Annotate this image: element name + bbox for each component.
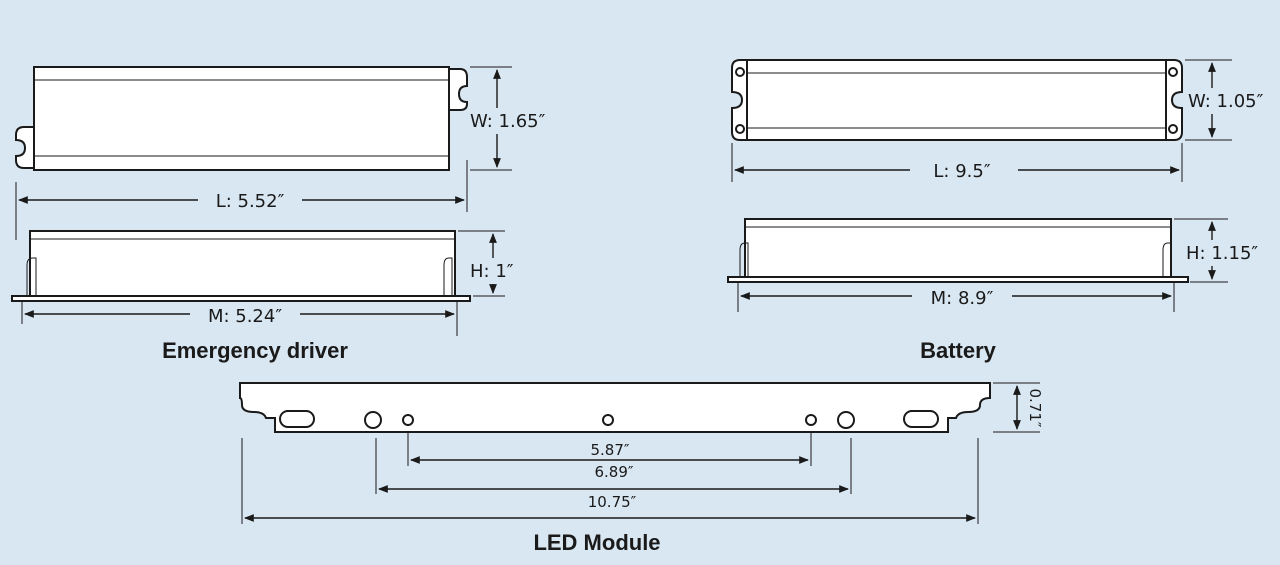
emergency-driver-length-label: L: 5.52″ (216, 191, 285, 212)
battery-caption: Battery (920, 338, 997, 363)
led-module-dimension-3: 10.75″ (241, 438, 979, 524)
led-module-dimension-2-label: 6.89″ (594, 463, 633, 481)
battery-width-dimension: W: 1.05″ (1185, 59, 1278, 141)
battery-mount-dimension: M: 8.9″ (737, 282, 1175, 312)
led-module-height-label: 0.71″ (1026, 388, 1044, 427)
emergency-driver-top-view (15, 66, 468, 171)
battery-mount-label: M: 8.9″ (931, 288, 994, 309)
emergency-driver-side-view (11, 230, 471, 302)
emergency-driver-width-dimension: W: 1.65″ (470, 66, 560, 171)
emergency-driver-length-dimension: L: 5.52″ (15, 160, 468, 240)
emergency-driver-width-label: W: 1.65″ (470, 111, 546, 132)
emergency-driver-height-dimension: H: 1″ (458, 230, 528, 297)
led-module-caption: LED Module (533, 530, 660, 555)
led-module-dimension-1: 5.87″ (407, 432, 812, 466)
battery-width-label: W: 1.05″ (1188, 91, 1264, 112)
battery-height-label: H: 1.15″ (1186, 243, 1258, 264)
battery-top-view (731, 59, 1183, 141)
battery-side-view (727, 218, 1189, 283)
battery-height-dimension: H: 1.15″ (1174, 218, 1276, 283)
led-module-dimension-2: 6.89″ (375, 438, 852, 494)
led-module-view (239, 382, 991, 433)
battery-length-dimension: L: 9.5″ (731, 143, 1183, 182)
battery-length-label: L: 9.5″ (933, 161, 990, 182)
emergency-driver-height-label: H: 1″ (470, 261, 514, 282)
emergency-driver-mount-dimension: M: 5.24″ (21, 301, 458, 336)
led-module-dimension-3-label: 10.75″ (588, 493, 637, 511)
led-module-height-dimension: 0.71″ (993, 382, 1044, 433)
emergency-driver-mount-label: M: 5.24″ (208, 306, 282, 327)
emergency-driver-caption: Emergency driver (162, 338, 348, 363)
led-module-dimension-1-label: 5.87″ (590, 441, 629, 459)
